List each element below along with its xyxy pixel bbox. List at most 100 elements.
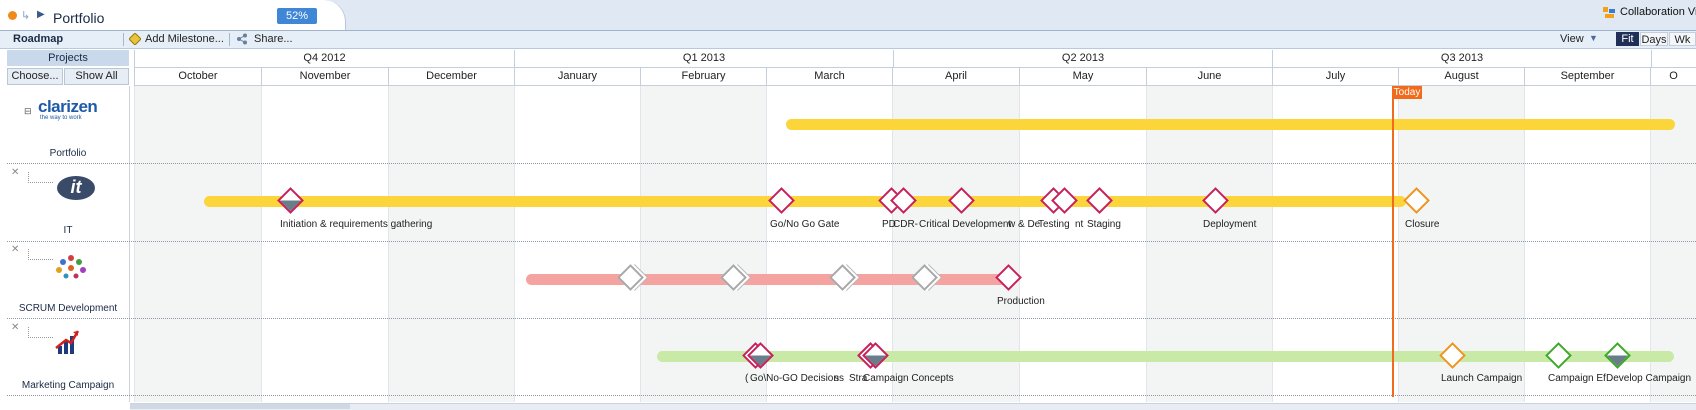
row-separator	[7, 318, 1696, 319]
quarter-cell: Q4 2012	[134, 50, 514, 67]
collaboration-view-link[interactable]: Collaboration Vi	[1620, 6, 1696, 18]
month-cell: March	[766, 68, 892, 85]
close-icon[interactable]: ✕	[11, 167, 20, 178]
month-band	[514, 86, 640, 402]
month-band	[1650, 86, 1696, 402]
row-separator	[7, 163, 1696, 164]
month-cell: April	[892, 68, 1019, 85]
tree-connector	[28, 172, 53, 183]
milestone-label: Develop Campaign	[1606, 373, 1692, 384]
zoom-fit-button[interactable]: Fit	[1616, 32, 1639, 46]
milestone-label: Closure	[1405, 219, 1440, 230]
milestone-label: w & De	[1008, 219, 1041, 230]
project-label: IT	[63, 225, 73, 236]
row-separator	[7, 241, 1696, 242]
projects-panel	[7, 86, 130, 402]
toolbar-divider	[229, 33, 230, 46]
today-label: Today	[1392, 86, 1422, 99]
quarter-cell	[1651, 50, 1696, 67]
share-icon[interactable]	[236, 33, 248, 45]
milestone-label: Campaign Ef	[1548, 373, 1606, 384]
month-cell: November	[261, 68, 388, 85]
scrum-bar[interactable]	[526, 274, 1016, 285]
month-band	[1398, 86, 1524, 402]
month-band	[1146, 86, 1272, 402]
milestone-label: Staging	[1087, 219, 1121, 230]
add-milestone-button[interactable]: Add Milestone...	[145, 33, 224, 45]
milestone-label: PD	[882, 219, 896, 230]
milestone-label: Initiation & requirements gathering	[280, 219, 433, 230]
close-icon[interactable]: ✕	[11, 322, 20, 333]
today-line	[1392, 86, 1394, 397]
month-cell: October	[134, 68, 261, 85]
month-cell: August	[1398, 68, 1524, 85]
collapse-icon[interactable]: ⊟	[24, 106, 32, 116]
quarter-cell: Q3 2013	[1272, 50, 1651, 67]
milestone-label: Deployment	[1203, 219, 1257, 230]
horizontal-scrollbar[interactable]	[130, 403, 1696, 410]
milestone-label: Production	[997, 296, 1045, 307]
milestone-label: Launch Campaign	[1441, 373, 1523, 384]
scrollbar-thumb[interactable]	[130, 404, 350, 409]
month-cell: July	[1272, 68, 1398, 85]
milestone-label: ss	[834, 373, 844, 384]
month-band	[640, 86, 766, 402]
month-cell: June	[1146, 68, 1272, 85]
month-cell: December	[388, 68, 514, 85]
clarizen-tagline: the way to work	[40, 115, 82, 121]
app-icon	[8, 11, 17, 20]
chevron-down-icon[interactable]: ▼	[1589, 33, 1598, 43]
project-label: Marketing Campaign	[21, 380, 115, 391]
month-band	[134, 86, 261, 402]
view-dropdown[interactable]: View	[1560, 33, 1584, 45]
quarter-header: Q4 2012 Q1 2013 Q2 2013 Q3 2013	[134, 50, 1696, 68]
milestone-label: (	[745, 373, 749, 384]
month-band	[1019, 86, 1146, 402]
zoom-week-button[interactable]: Wk	[1669, 32, 1696, 46]
choose-button[interactable]: Choose...	[7, 68, 63, 85]
clarizen-logo: clarizen	[38, 97, 98, 116]
month-band	[388, 86, 514, 402]
projects-header: Projects	[7, 50, 129, 66]
milestone-label: Campaign Concepts	[863, 373, 954, 384]
month-cell: May	[1019, 68, 1146, 85]
toolbar-divider	[123, 33, 124, 46]
month-cell: February	[640, 68, 766, 85]
toolbar	[0, 31, 1696, 49]
scrum-team-icon	[54, 252, 88, 280]
milestone-label: nt	[1075, 219, 1084, 230]
play-icon[interactable]: ▶	[37, 9, 45, 20]
month-band	[1524, 86, 1650, 402]
milestone-label: CDR-	[893, 219, 918, 230]
it-bar[interactable]	[204, 196, 1406, 207]
tree-connector	[28, 327, 53, 338]
project-label: SCRUM Development	[18, 303, 118, 314]
tree-connector	[28, 249, 53, 260]
marketing-chart-icon	[54, 328, 82, 356]
milestone-label: Go/No Go Gate	[770, 219, 840, 230]
portfolio-bar[interactable]	[786, 119, 1675, 130]
milestone-icon[interactable]	[128, 32, 142, 46]
collaboration-icon[interactable]	[1603, 7, 1615, 19]
show-all-button[interactable]: Show All	[64, 68, 129, 85]
quarter-cell: Q2 2013	[893, 50, 1272, 67]
it-logo: it	[57, 176, 95, 200]
page-title: Portfolio	[53, 10, 105, 26]
quarter-cell: Q1 2013	[514, 50, 893, 67]
marketing-bar[interactable]	[657, 351, 1674, 362]
share-button[interactable]: Share...	[254, 33, 293, 45]
month-cell: January	[514, 68, 640, 85]
close-icon[interactable]: ✕	[11, 244, 20, 255]
month-band	[261, 86, 388, 402]
progress-badge: 52%	[277, 8, 317, 24]
undo-icon[interactable]: ↳	[21, 10, 31, 22]
zoom-days-button[interactable]: Days	[1640, 32, 1668, 46]
milestone-label: Testing	[1038, 219, 1070, 230]
milestone-label: Stra	[849, 373, 868, 384]
row-separator	[7, 395, 1696, 396]
month-cell: September	[1524, 68, 1650, 85]
month-band	[1272, 86, 1398, 402]
month-band	[892, 86, 1019, 402]
project-label: Portfolio	[49, 148, 87, 159]
